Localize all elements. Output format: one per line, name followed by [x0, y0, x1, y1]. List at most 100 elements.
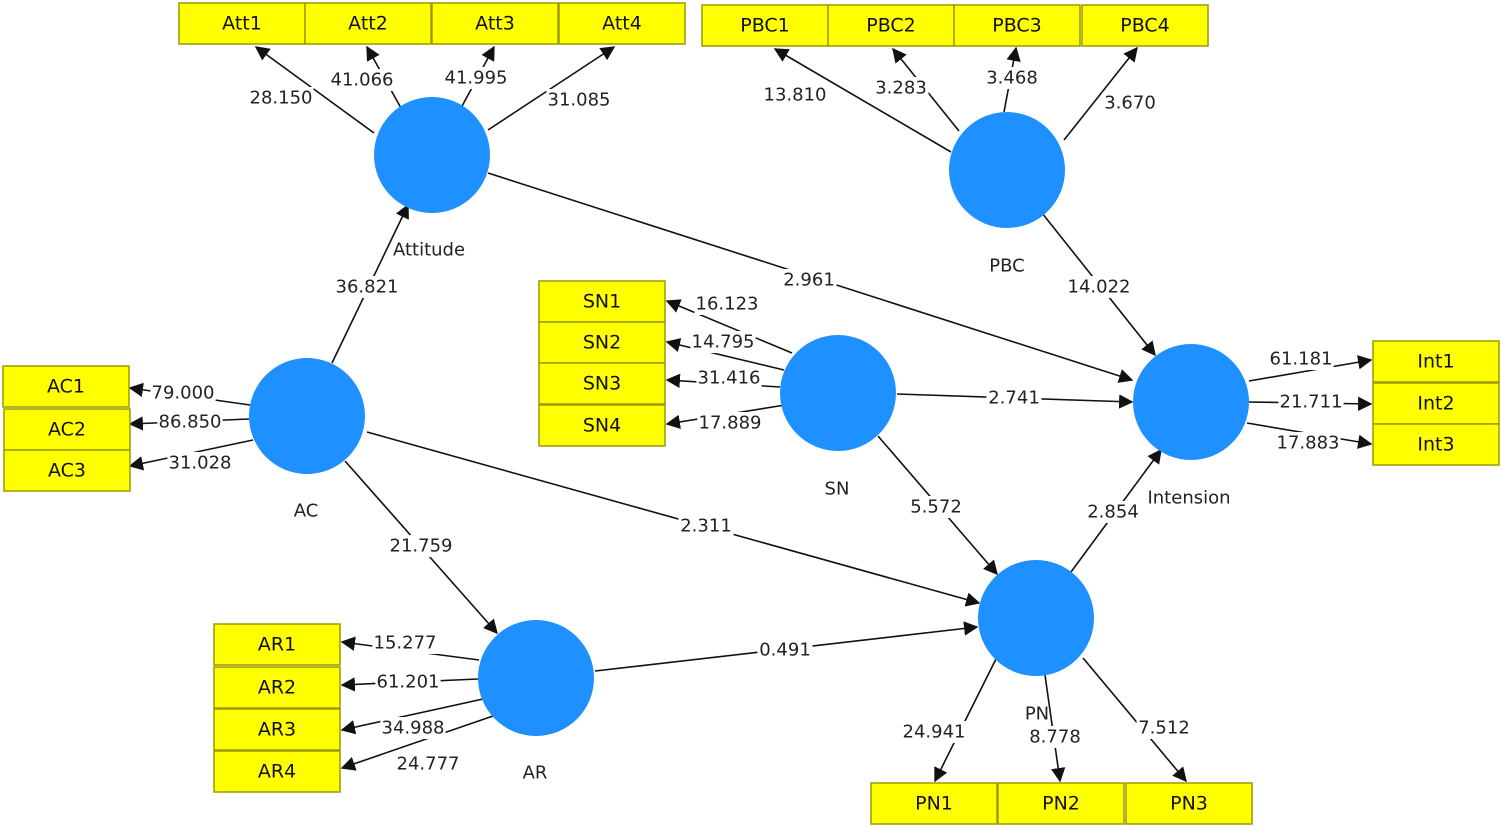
- indicator-att1-box[interactable]: [178, 2, 306, 45]
- indicator-pbc1-label: PBC1: [740, 15, 790, 37]
- latent-pbc-label: PBC: [989, 256, 1024, 277]
- loading-ar-ar4-label-bg: [395, 753, 461, 775]
- path-attitude-intension-label-bg: [781, 269, 837, 291]
- loading-attitude-att4-value: 31.085: [548, 90, 611, 111]
- path-attitude-intension-value: 2.961: [783, 270, 835, 291]
- loading-ac-ac1-value: 79.000: [152, 383, 215, 404]
- indicator-sn3-box[interactable]: [538, 362, 666, 405]
- loading-pbc-pbc4-label-bg: [1102, 92, 1158, 114]
- loading-ar-ar4-arrow: [340, 715, 494, 771]
- indicator-sn1-box[interactable]: [538, 280, 666, 323]
- indicator-ac2-label: AC2: [48, 419, 86, 441]
- indicator-ar1-label: AR1: [258, 634, 296, 656]
- loading-pbc-pbc4-arrow: [1063, 46, 1138, 141]
- indicator-int3-label: Int3: [1417, 434, 1454, 456]
- indicator-ac3-label: AC3: [48, 460, 86, 482]
- indicator-att3-label: Att3: [475, 13, 515, 35]
- loading-attitude-att1-arrow: [254, 46, 375, 134]
- indicator-int1-box[interactable]: [1372, 340, 1500, 383]
- path-sn-intension-value: 2.741: [988, 388, 1040, 409]
- indicator-pbc3-box[interactable]: [953, 4, 1081, 47]
- indicator-ac3-box[interactable]: [3, 449, 131, 492]
- loading-ar-ar3-label-bg: [380, 717, 446, 739]
- path-pbc-intension-value: 14.022: [1068, 277, 1131, 298]
- path-ac-attitude-value: 36.821: [336, 277, 399, 298]
- loading-ar-ar3-value: 34.988: [382, 718, 445, 739]
- path-ac-pn-value: 2.311: [680, 516, 732, 537]
- path-sn-pn-label-bg: [908, 496, 964, 518]
- loading-pn-pn2-value: 8.778: [1029, 727, 1081, 748]
- loading-ar-ar1-value: 15.277: [374, 633, 437, 654]
- loading-pbc-pbc1-arrow: [773, 48, 952, 153]
- latent-intension-circle[interactable]: [1133, 344, 1249, 460]
- indicator-sn2-box[interactable]: [538, 321, 666, 364]
- indicator-ar3-label: AR3: [258, 719, 296, 741]
- indicator-sn4-box[interactable]: [538, 404, 666, 447]
- loading-sn-sn3-label-bg: [696, 367, 762, 389]
- indicator-att4-box[interactable]: [558, 2, 686, 45]
- loading-pbc-pbc3-value: 3.468: [986, 68, 1038, 89]
- latent-pn-circle[interactable]: [978, 560, 1094, 676]
- loading-ac-ac2-label-bg: [157, 411, 223, 433]
- latent-attitude-circle[interactable]: [374, 97, 490, 213]
- loading-attitude-att2-label-bg: [329, 69, 395, 91]
- indicator-pn3-label: PN3: [1170, 793, 1208, 815]
- loading-pn-pn2-label-bg: [1027, 726, 1083, 748]
- loading-intension-int2-label-bg: [1278, 391, 1344, 413]
- indicator-pbc2-box[interactable]: [827, 4, 955, 47]
- indicator-pbc4-box[interactable]: [1081, 4, 1209, 47]
- loading-sn-sn2-value: 14.795: [692, 332, 755, 353]
- loading-pbc-pbc2-value: 3.283: [875, 78, 927, 99]
- latent-pbc-circle[interactable]: [949, 112, 1065, 228]
- latent-sn-circle[interactable]: [780, 335, 896, 451]
- path-ac-pn-arrow: [366, 431, 981, 607]
- loading-sn-sn3-value: 31.416: [698, 368, 761, 389]
- latent-attitude-label: Attitude: [393, 240, 465, 261]
- loading-sn-sn4-value: 17.889: [699, 413, 762, 434]
- loading-ar-ar2-value: 61.201: [377, 672, 440, 693]
- indicator-pbc4-label: PBC4: [1120, 15, 1170, 37]
- loading-ar-ar3-arrow: [340, 698, 484, 735]
- loading-pn-pn1-value: 24.941: [903, 722, 966, 743]
- loading-ac-ac3-value: 31.028: [169, 453, 232, 474]
- indicator-ar2-box[interactable]: [213, 666, 341, 709]
- indicator-int2-box[interactable]: [1372, 382, 1500, 425]
- loading-attitude-att3-label-bg: [443, 67, 509, 89]
- loading-ac-ac3-label-bg: [167, 452, 233, 474]
- latent-pn-label: PN: [1025, 704, 1049, 725]
- loading-intension-int1-label-bg: [1268, 348, 1334, 370]
- indicator-ac2-box[interactable]: [3, 408, 131, 451]
- loading-sn-sn1-arrow: [665, 299, 793, 354]
- loading-ar-ar1-label-bg: [372, 632, 438, 654]
- indicator-ar1-box[interactable]: [213, 623, 341, 666]
- latent-ac-circle[interactable]: [249, 358, 365, 474]
- path-ar-pn-value: 0.491: [759, 640, 811, 661]
- indicator-ac1-box[interactable]: [2, 365, 130, 408]
- loading-pbc-pbc2-label-bg: [873, 77, 929, 99]
- indicator-att2-box[interactable]: [304, 2, 432, 45]
- indicator-pn1-box[interactable]: [870, 782, 998, 825]
- loading-intension-int2-value: 21.711: [1280, 392, 1343, 413]
- loading-attitude-att1-value: 28.150: [250, 88, 313, 109]
- path-ar-pn-label-bg: [757, 639, 813, 661]
- loading-pn-pn1-label-bg: [901, 721, 967, 743]
- loading-intension-int3-value: 17.883: [1277, 433, 1340, 454]
- loading-pn-pn3-label-bg: [1136, 717, 1192, 739]
- indicator-ar4-label: AR4: [258, 761, 296, 783]
- indicator-pn2-box[interactable]: [997, 782, 1125, 825]
- indicator-ar3-box[interactable]: [213, 708, 341, 751]
- loading-sn-sn1-label-bg: [694, 293, 760, 315]
- indicator-int3-box[interactable]: [1372, 423, 1500, 466]
- latent-ar-circle[interactable]: [478, 620, 594, 736]
- indicator-ar4-box[interactable]: [213, 750, 341, 793]
- indicator-pn3-box[interactable]: [1125, 782, 1253, 825]
- loading-pbc-pbc3-label-bg: [984, 67, 1040, 89]
- indicator-ar2-label: AR2: [258, 677, 296, 699]
- loading-ar-ar4-value: 24.777: [397, 754, 460, 775]
- loading-attitude-att4-arrow: [487, 46, 616, 131]
- indicator-att4-label: Att4: [602, 13, 642, 35]
- indicator-sn3-label: SN3: [583, 373, 621, 395]
- latent-ar-label: AR: [523, 763, 548, 784]
- indicator-att3-box[interactable]: [431, 2, 559, 45]
- indicator-pn1-label: PN1: [915, 793, 953, 815]
